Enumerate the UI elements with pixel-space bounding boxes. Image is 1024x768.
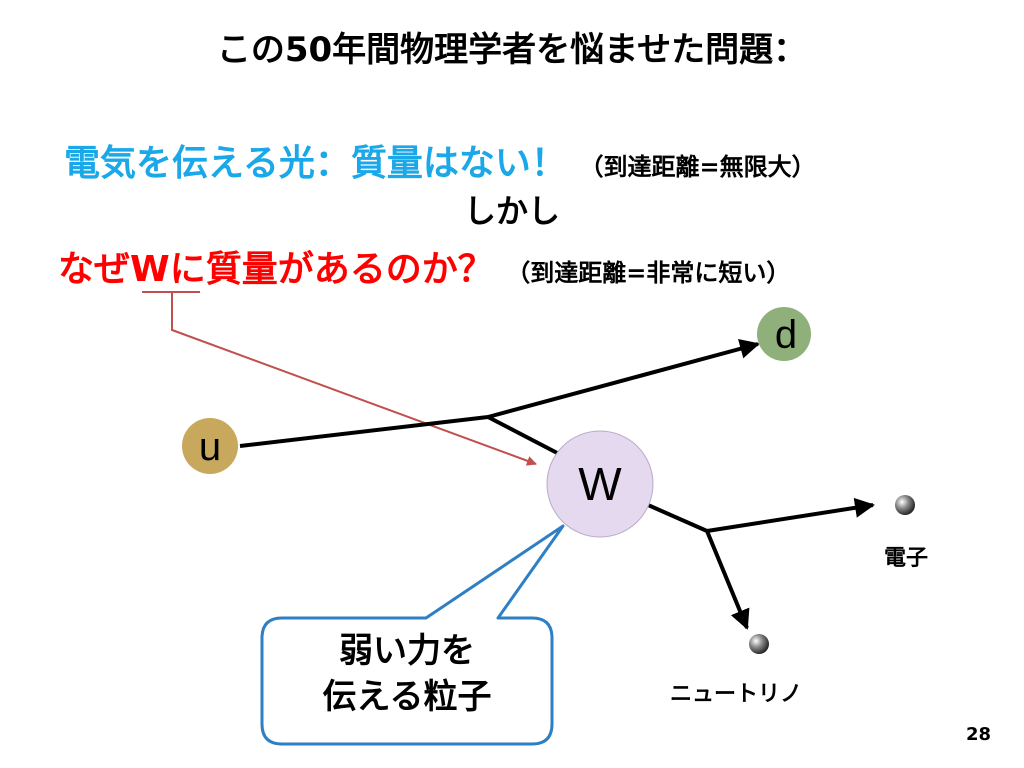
- photon-statement: 電気を伝える光：質量はない！ （到達距離=無限大）: [64, 134, 816, 186]
- w-propagator-line: [487, 415, 564, 458]
- callout-line-2: 伝える粒子: [322, 677, 492, 717]
- photon-massless-text: 電気を伝える光：質量はない！: [64, 143, 567, 184]
- electron-arrow: [706, 497, 875, 533]
- w-range-note: （到達距離=非常に短い）: [506, 259, 791, 287]
- u-quark-line: [239, 415, 489, 448]
- neutrino-sphere-icon: [749, 634, 769, 654]
- callout-line-1: 弱い力を: [339, 631, 475, 671]
- page-number: 28: [966, 724, 992, 745]
- callout-text: 弱い力を 伝える粒子: [262, 628, 552, 720]
- neutrino-arrow: [705, 530, 750, 630]
- w-to-vertex-line: [647, 503, 708, 533]
- w-mass-question-text: なぜWに質量があるのか？: [58, 249, 494, 290]
- photon-range-note: （到達距離=無限大）: [579, 153, 816, 181]
- w-question: なぜWに質量があるのか？ （到達距離=非常に短い）: [58, 240, 790, 292]
- d-quark-particle: d: [757, 307, 811, 361]
- d-quark-arrow: [487, 339, 760, 419]
- w-boson-label: W: [578, 458, 622, 510]
- d-quark-label: d: [775, 313, 797, 357]
- neutrino-label: ニュートリノ: [670, 682, 803, 707]
- callout-bubble: [260, 524, 565, 746]
- however-text: しかし: [463, 192, 560, 230]
- electron-sphere-icon: [895, 495, 915, 515]
- w-boson-particle: W: [546, 430, 654, 538]
- w-pointer-line: [171, 292, 537, 466]
- u-quark-particle: u: [182, 418, 238, 474]
- electron-label: 電子: [884, 546, 929, 571]
- slide-title: この50年間物理学者を悩ませた問題：: [216, 30, 808, 70]
- u-quark-label: u: [199, 425, 221, 469]
